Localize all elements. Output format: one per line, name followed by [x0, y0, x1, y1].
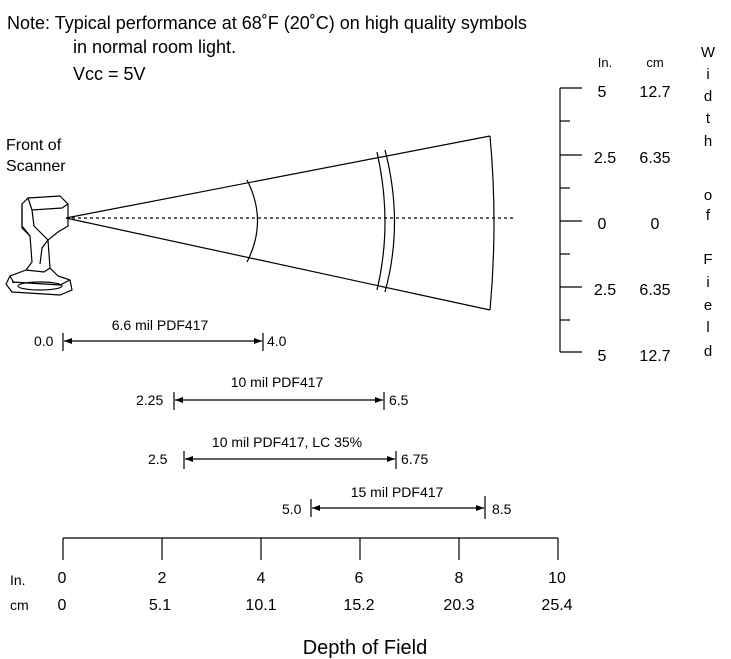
- vertical-letter: l: [706, 319, 709, 336]
- vertical-letter: d: [704, 88, 712, 105]
- vertical-letter: F: [703, 251, 712, 268]
- range-end: 4.0: [267, 333, 287, 349]
- depth-tick-cm: 0: [58, 597, 67, 614]
- range-label: 6.6 mil PDF417: [112, 317, 209, 333]
- depth-tick-in: 6: [355, 570, 364, 587]
- depth-tick-in: 8: [455, 570, 464, 587]
- depth-tick-cm: 5.1: [149, 597, 171, 614]
- range-label: 10 mil PDF417, LC 35%: [212, 434, 362, 450]
- depth-tick-in: 2: [158, 570, 167, 587]
- width-cm-row-5: 12.7: [639, 348, 670, 365]
- depth-tick-in: 10: [548, 570, 566, 587]
- depth-axis: In. cm 0 2 4 6 8 10 0 5.1 10.1 15.2 20.3…: [10, 537, 573, 659]
- depth-tick-in: 4: [257, 570, 266, 587]
- depth-unit-cm: cm: [10, 597, 29, 613]
- range-label: 10 mil PDF417: [231, 374, 324, 390]
- width-cm-row-2: 6.35: [639, 150, 670, 167]
- depth-tick-cm: 25.4: [541, 597, 572, 614]
- width-in-row-1: 5: [598, 84, 607, 101]
- width-in-row-5: 5: [598, 348, 607, 365]
- vertical-letter: d: [704, 343, 712, 360]
- vertical-letter: h: [704, 133, 712, 150]
- depth-tick-cm: 20.3: [443, 597, 474, 614]
- range-10-mil-lc35: 10 mil PDF417, LC 35% 2.5 6.75: [148, 434, 428, 469]
- vertical-letter: i: [706, 66, 709, 83]
- vertical-letter: f: [706, 207, 711, 224]
- width-unit-in: In.: [598, 55, 612, 70]
- depth-tick-cm: 10.1: [245, 597, 276, 614]
- note-line-2: in normal room light.: [73, 37, 236, 57]
- range-15-mil: 15 mil PDF417 5.0 8.5: [282, 484, 512, 519]
- range-label: 15 mil PDF417: [351, 484, 444, 500]
- range-start: 2.5: [148, 451, 168, 467]
- range-end: 6.5: [389, 392, 409, 408]
- range-6-6-mil: 6.6 mil PDF417 0.0 4.0: [34, 317, 287, 351]
- range-start: 0.0: [34, 333, 54, 349]
- range-start: 5.0: [282, 501, 302, 517]
- range-end: 6.75: [401, 451, 428, 467]
- vertical-letter: e: [704, 297, 712, 314]
- vertical-letter: W: [701, 44, 716, 61]
- width-in-row-2: 2.5: [594, 150, 616, 167]
- width-unit-cm: cm: [646, 55, 663, 70]
- depth-tick-cm: 15.2: [343, 597, 374, 614]
- range-end: 8.5: [492, 501, 512, 517]
- range-start: 2.25: [136, 392, 163, 408]
- note-line-1: Note: Typical performance at 68˚F (20˚C)…: [7, 13, 527, 33]
- scanner-icon: [5, 195, 73, 296]
- width-scale: In. cm 5 12.7 2.5 6.35 0 0 2.5 6.35 5 12…: [559, 55, 671, 365]
- width-in-row-4: 2.5: [594, 282, 616, 299]
- scanner-label-line-2: Scanner: [6, 158, 66, 175]
- width-cm-row-3: 0: [651, 216, 660, 233]
- width-cm-row-1: 12.7: [639, 84, 670, 101]
- range-10-mil: 10 mil PDF417 2.25 6.5: [136, 374, 409, 410]
- depth-unit-in: In.: [10, 572, 26, 588]
- vertical-letter: o: [704, 187, 712, 204]
- width-cm-row-4: 6.35: [639, 282, 670, 299]
- vertical-letter: i: [706, 274, 709, 291]
- note-line-3: Vcc = 5V: [73, 64, 146, 84]
- scanner-label-line-1: Front of: [6, 137, 62, 154]
- width-in-row-3: 0: [598, 216, 607, 233]
- scan-field-cone: [65, 135, 516, 311]
- width-of-field-label: W i d t h o f F i e l d: [701, 44, 716, 360]
- depth-axis-title: Depth of Field: [303, 637, 428, 659]
- depth-tick-in: 0: [58, 570, 67, 587]
- vertical-letter: t: [706, 110, 711, 127]
